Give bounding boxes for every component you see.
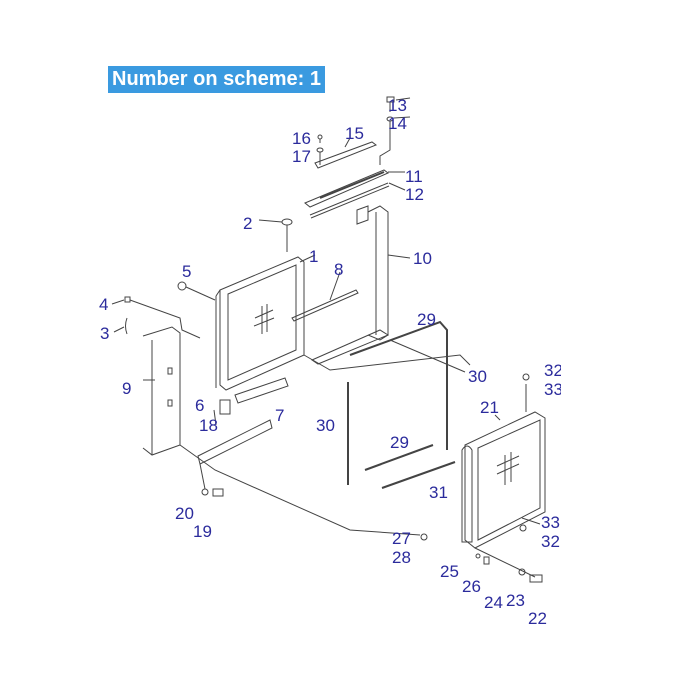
seal-31 — [381, 461, 456, 489]
bolt-19 — [212, 488, 224, 497]
callout-30-left: 30 — [316, 416, 335, 435]
clamp-4 — [111, 296, 131, 305]
plate-15 — [314, 141, 378, 169]
bracket-9 — [142, 326, 181, 456]
callout-19: 19 — [193, 522, 212, 541]
hose-3 — [113, 317, 128, 335]
callout-9: 9 — [122, 379, 132, 398]
washer-17 — [316, 147, 324, 165]
callout-30: 30 — [468, 367, 487, 386]
callout-2: 2 — [243, 214, 253, 233]
callout-5: 5 — [182, 262, 192, 281]
bolt-13 — [386, 96, 411, 112]
callout-18: 18 — [199, 416, 218, 435]
callout-33: 33 — [541, 513, 560, 532]
callout-22: 22 — [528, 609, 547, 628]
callout-23: 23 — [506, 591, 525, 610]
callout-17: 17 — [292, 147, 311, 166]
bracket-10 — [310, 205, 411, 365]
callout-4: 4 — [99, 295, 109, 314]
seal-29-bottom — [364, 444, 434, 471]
callout-13: 13 — [388, 96, 407, 115]
callout-29-bottom: 29 — [390, 433, 409, 452]
callout-15: 15 — [345, 124, 364, 143]
callout-3: 3 — [100, 324, 110, 343]
callout-16: 16 — [292, 129, 311, 148]
callout-25: 25 — [440, 562, 459, 581]
callout-33-top: 33 — [544, 380, 561, 399]
radiator-21 — [461, 411, 546, 549]
callout-12: 12 — [405, 185, 424, 204]
callout-32-top: 32 — [544, 361, 561, 380]
callout-31: 31 — [429, 483, 448, 502]
bar-8 — [291, 289, 359, 322]
block-6 — [219, 399, 231, 415]
bolt-16 — [317, 134, 323, 143]
callout-14: 14 — [388, 114, 407, 133]
strip-7 — [234, 377, 289, 404]
callout-29: 29 — [417, 310, 436, 329]
seal-29-top — [349, 320, 448, 450]
callout-6: 6 — [195, 396, 205, 415]
callout-26: 26 — [462, 577, 481, 596]
callout-32: 32 — [541, 532, 560, 551]
callout-28: 28 — [392, 548, 411, 567]
callout-20: 20 — [175, 504, 194, 523]
callout-7: 7 — [275, 406, 285, 425]
callout-1: 1 — [309, 247, 319, 266]
labels-layer: 13 14 16 17 15 11 12 2 1 10 8 5 4 3 29 9… — [99, 96, 561, 628]
washer-14 — [379, 116, 411, 165]
callout-21: 21 — [480, 398, 499, 417]
callout-11: 11 — [405, 167, 423, 186]
callout-24: 24 — [484, 593, 503, 612]
bolt-5 — [177, 281, 216, 301]
seal-11 — [304, 169, 389, 208]
callout-8: 8 — [334, 260, 344, 279]
callout-10: 10 — [413, 249, 432, 268]
scheme-number-title: Number on scheme: 1 — [108, 66, 325, 93]
bar-18 — [197, 419, 273, 465]
callout-27: 27 — [392, 529, 411, 548]
